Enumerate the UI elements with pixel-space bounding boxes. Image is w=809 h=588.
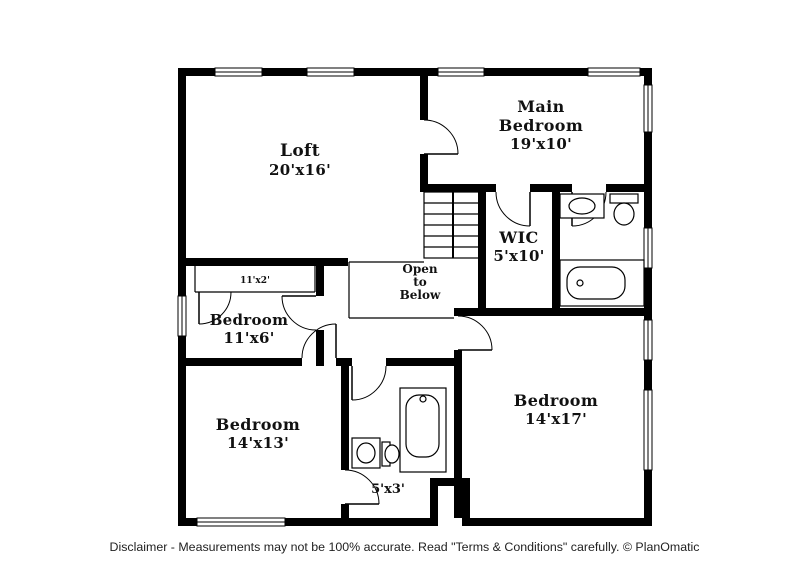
window-icon (214, 67, 263, 77)
room-labels: Loft 20'x16' Main Bedroom 19'x10' WIC 5'… (210, 97, 598, 497)
window-icon (177, 295, 187, 337)
bedroom-right-dims: 14'x17' (525, 410, 587, 428)
open-to-below-line3: Below (400, 288, 441, 302)
doors (198, 119, 607, 505)
window-icon (643, 84, 653, 133)
wic-label: WIC (498, 228, 538, 247)
windows (177, 67, 653, 527)
window-icon (437, 67, 485, 77)
window-icon (306, 67, 355, 77)
bedroom-small-dims: 11'x6' (223, 329, 274, 347)
bedroom-right-label: Bedroom (514, 391, 598, 410)
window-icon (643, 319, 653, 361)
hall-bath-fixtures (351, 387, 447, 473)
door-swing-icon (423, 119, 459, 155)
door-swing-icon (198, 291, 232, 325)
window-icon (643, 227, 653, 269)
door-swing-icon (301, 323, 337, 359)
door-swing-icon (495, 191, 531, 227)
closet-dims: 11'x2' (240, 276, 270, 286)
main-bedroom-label-line2: Bedroom (499, 116, 583, 135)
window-icon (196, 517, 286, 527)
open-void-outline (348, 261, 454, 319)
main-bedroom-dims: 19'x10' (510, 135, 572, 153)
door-swing-icon (457, 315, 493, 351)
loft-label: Loft (280, 141, 320, 161)
door-swing-icon (281, 295, 317, 331)
wic-dims: 5'x10' (493, 247, 544, 265)
stairs-icon (423, 191, 483, 259)
bedroom-small-label: Bedroom (210, 311, 289, 329)
window-icon (643, 389, 653, 471)
window-icon (587, 67, 641, 77)
bedroom-left-label: Bedroom (216, 415, 300, 434)
main-bedroom-label-line1: Main (517, 97, 564, 116)
sink-vanity-icon (351, 437, 381, 469)
bathtub-icon (559, 259, 645, 307)
disclaimer-text: Disclaimer - Measurements may not be 100… (109, 540, 700, 554)
toilet-icon (381, 441, 400, 467)
loft-dims: 20'x16' (269, 161, 331, 179)
open-to-below-line1: Open (402, 262, 437, 276)
door-swing-icon (351, 365, 387, 401)
bathtub-icon (399, 387, 447, 473)
walls (178, 68, 652, 526)
toilet-icon (609, 193, 639, 226)
sink-vanity-icon (559, 193, 605, 219)
closet-outline (194, 266, 316, 293)
bath-dims: 5'x3' (371, 482, 405, 497)
bedroom-left-dims: 14'x13' (227, 434, 289, 452)
main-bath-fixtures (559, 193, 645, 307)
open-to-below-line2: to (413, 275, 427, 289)
door-swing-icon (344, 469, 380, 505)
